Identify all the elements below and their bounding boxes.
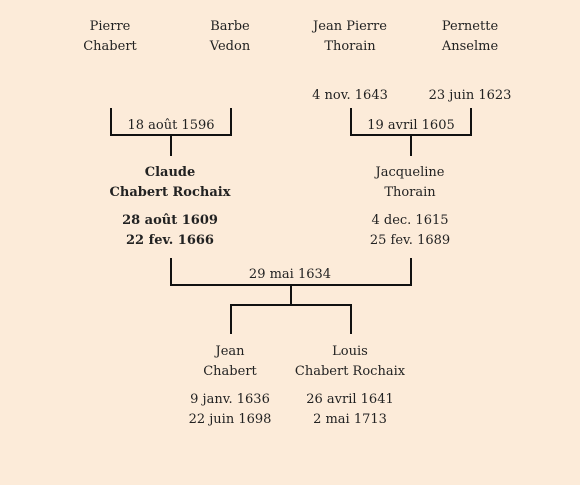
person-louis-chabert-rochaix[interactable]: Louis Chabert Rochaix 26 avril 1641 2 ma… <box>275 342 425 430</box>
person-pierre-chabert[interactable]: Pierre Chabert <box>35 17 185 57</box>
birth-date: 28 août 1609 <box>122 213 218 228</box>
last-name: Chabert <box>83 39 137 54</box>
connector-line <box>350 304 352 334</box>
person-jacqueline-thorain[interactable]: Jacqueline Thorain 4 dec. 1615 25 fev. 1… <box>335 163 485 251</box>
connector-line <box>410 134 412 156</box>
last-name: Vedon <box>209 39 251 54</box>
life-dates: 9 janv. 1636 22 juin 1698 <box>155 390 305 430</box>
connector-line <box>290 284 292 306</box>
connector-line <box>230 304 232 334</box>
life-dates: 28 août 1609 22 fev. 1666 <box>95 211 245 251</box>
first-name: Jean <box>215 344 245 359</box>
marriage-date-center: 29 mai 1634 <box>248 267 332 282</box>
person-claude-chabert-rochaix[interactable]: Claude Chabert Rochaix 28 août 1609 22 f… <box>95 163 245 251</box>
first-name: Pernette <box>441 19 499 34</box>
connector-line <box>170 258 172 286</box>
pernette-birth-date: 23 juin 1623 <box>428 88 512 103</box>
death-date: 22 juin 1698 <box>188 412 272 427</box>
first-name: Jean Pierre <box>313 19 387 34</box>
last-name: Chabert <box>203 364 257 379</box>
first-name: Claude <box>144 165 196 180</box>
person-barbe-vedon[interactable]: Barbe Vedon <box>155 17 305 57</box>
connector-line <box>110 108 112 136</box>
connector-line <box>230 304 352 306</box>
connector-line <box>350 108 352 136</box>
last-name: Anselme <box>441 39 499 54</box>
marriage-date-left: 18 août 1596 <box>127 118 215 133</box>
first-name: Pierre <box>89 19 131 34</box>
connector-line <box>230 108 232 136</box>
last-name: Thorain <box>324 39 376 54</box>
person-jean-pierre-thorain[interactable]: Jean Pierre Thorain <box>275 17 425 57</box>
last-name: Chabert Rochaix <box>294 364 406 379</box>
connector-line <box>170 134 172 156</box>
last-name: Thorain <box>384 185 436 200</box>
connector-line <box>410 258 412 286</box>
birth-date: 26 avril 1641 <box>306 392 394 407</box>
life-dates: 4 dec. 1615 25 fev. 1689 <box>335 211 485 251</box>
person-jean-chabert[interactable]: Jean Chabert 9 janv. 1636 22 juin 1698 <box>155 342 305 430</box>
death-date: 22 fev. 1666 <box>126 233 214 248</box>
marriage-date-right: 19 avril 1605 <box>367 118 455 133</box>
first-name: Barbe <box>210 19 250 34</box>
birth-date: 4 dec. 1615 <box>371 213 449 228</box>
death-date: 25 fev. 1689 <box>369 233 451 248</box>
first-name: Louis <box>332 344 368 359</box>
jean-pierre-birth-date: 4 nov. 1643 <box>312 88 388 103</box>
death-date: 2 mai 1713 <box>313 412 387 427</box>
birth-date: 9 janv. 1636 <box>190 392 270 407</box>
last-name: Chabert Rochaix <box>109 185 231 200</box>
life-dates: 26 avril 1641 2 mai 1713 <box>275 390 425 430</box>
connector-line <box>470 108 472 136</box>
first-name: Jacqueline <box>375 165 445 180</box>
person-pernette-anselme[interactable]: Pernette Anselme <box>395 17 545 57</box>
